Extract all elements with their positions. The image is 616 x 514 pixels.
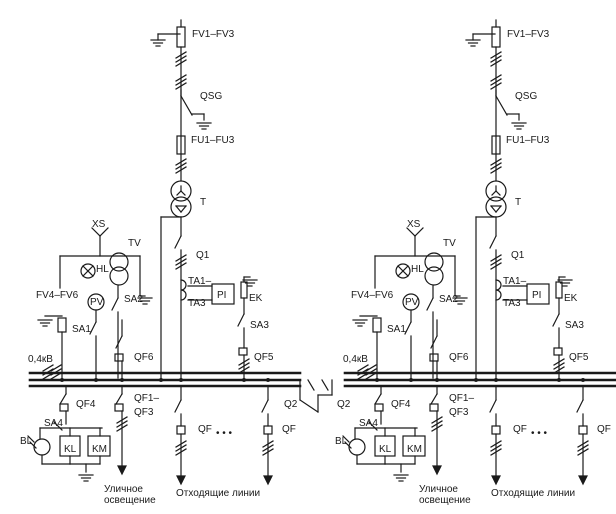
label-xs: XS [92,219,106,230]
label-ek: EK [249,293,263,304]
label-qsg-r: QSG [515,91,537,102]
label-sa4: SA4 [44,418,63,429]
label-q2-right: Q2 [337,399,351,410]
label-ta3-r: TA3 [503,298,521,309]
label-sa3: SA3 [250,320,269,331]
label-xs-r: XS [407,219,421,230]
label-kv04: 0,4кВ [28,354,53,365]
label-t-r: T [515,197,521,208]
label-fv4-r: FV4–FV6 [351,290,394,301]
label-qf-b: QF [282,424,296,435]
label-fv1-r: FV1–FV3 [507,29,550,40]
label-outgoing-r: Отходящие линии [491,488,575,499]
label-qf6-r: QF6 [449,352,469,363]
label-ta1-r: TA1– [503,276,527,287]
label-kl: KL [64,444,77,455]
label-ta1: TA1– [188,276,212,287]
label-tv: TV [128,238,141,249]
label-street2: освещение [104,495,156,506]
label-pi: PI [217,290,226,301]
label-street1: Уличное [104,484,143,495]
label-qf-a-r: QF [513,424,527,435]
label-bl-r: BL [335,436,348,447]
label-fv4: FV4–FV6 [36,290,79,301]
label-sa1: SA1 [72,324,91,335]
label-pv-r: PV [405,297,419,308]
label-t: T [200,197,206,208]
label-qf4-r: QF4 [391,399,411,410]
label-sa4-r: SA4 [359,418,378,429]
label-sa2: SA2 [124,294,143,305]
label-qf5-r: QF5 [569,352,589,363]
bus-tie-q2 [299,379,333,413]
label-sa3-r: SA3 [565,320,584,331]
label-ta3: TA3 [188,298,206,309]
label-ek-r: EK [564,293,578,304]
label-tv-r: TV [443,238,456,249]
label-qf-a: QF [198,424,212,435]
label-hl-r: HL [411,264,424,275]
label-qf5: QF5 [254,352,274,363]
label-outgoing: Отходящие линии [176,488,260,499]
label-q1-r: Q1 [511,250,525,261]
label-pv: PV [90,297,104,308]
label-hl: HL [96,264,109,275]
label-kv04-r: 0,4кВ [343,354,368,365]
label-qf3: QF3 [134,407,154,418]
label-km: KM [92,444,107,455]
left-section [28,20,300,484]
label-sa1-r: SA1 [387,324,406,335]
label-qf4: QF4 [76,399,96,410]
label-fu1: FU1–FU3 [191,135,235,146]
label-street1-r: Уличное [419,484,458,495]
right-labels: FV1–FV3 QSG FU1–FU3 T Q1 XS TV HL FV4–FV… [335,29,611,506]
label-q1: Q1 [196,250,210,261]
label-qf1: QF1– [134,393,159,404]
label-qf-b-r: QF [597,424,611,435]
label-pi-r: PI [532,290,541,301]
label-dots-r: • • • [531,428,548,439]
label-qf3-r: QF3 [449,407,469,418]
label-qsg: QSG [200,91,222,102]
label-kl-r: KL [379,444,392,455]
label-dots: • • • [216,428,233,439]
label-km-r: KM [407,444,422,455]
right-section [343,20,615,484]
label-sa2-r: SA2 [439,294,458,305]
label-bl: BL [20,436,33,447]
label-fv1: FV1–FV3 [192,29,235,40]
label-fu1-r: FU1–FU3 [506,135,550,146]
label-qf6: QF6 [134,352,154,363]
label-q2-left: Q2 [284,399,298,410]
label-street2-r: освещение [419,495,471,506]
left-labels: FV1–FV3 QSG FU1–FU3 T Q1 XS TV HL FV4–FV… [20,29,298,506]
label-qf1-r: QF1– [449,393,474,404]
